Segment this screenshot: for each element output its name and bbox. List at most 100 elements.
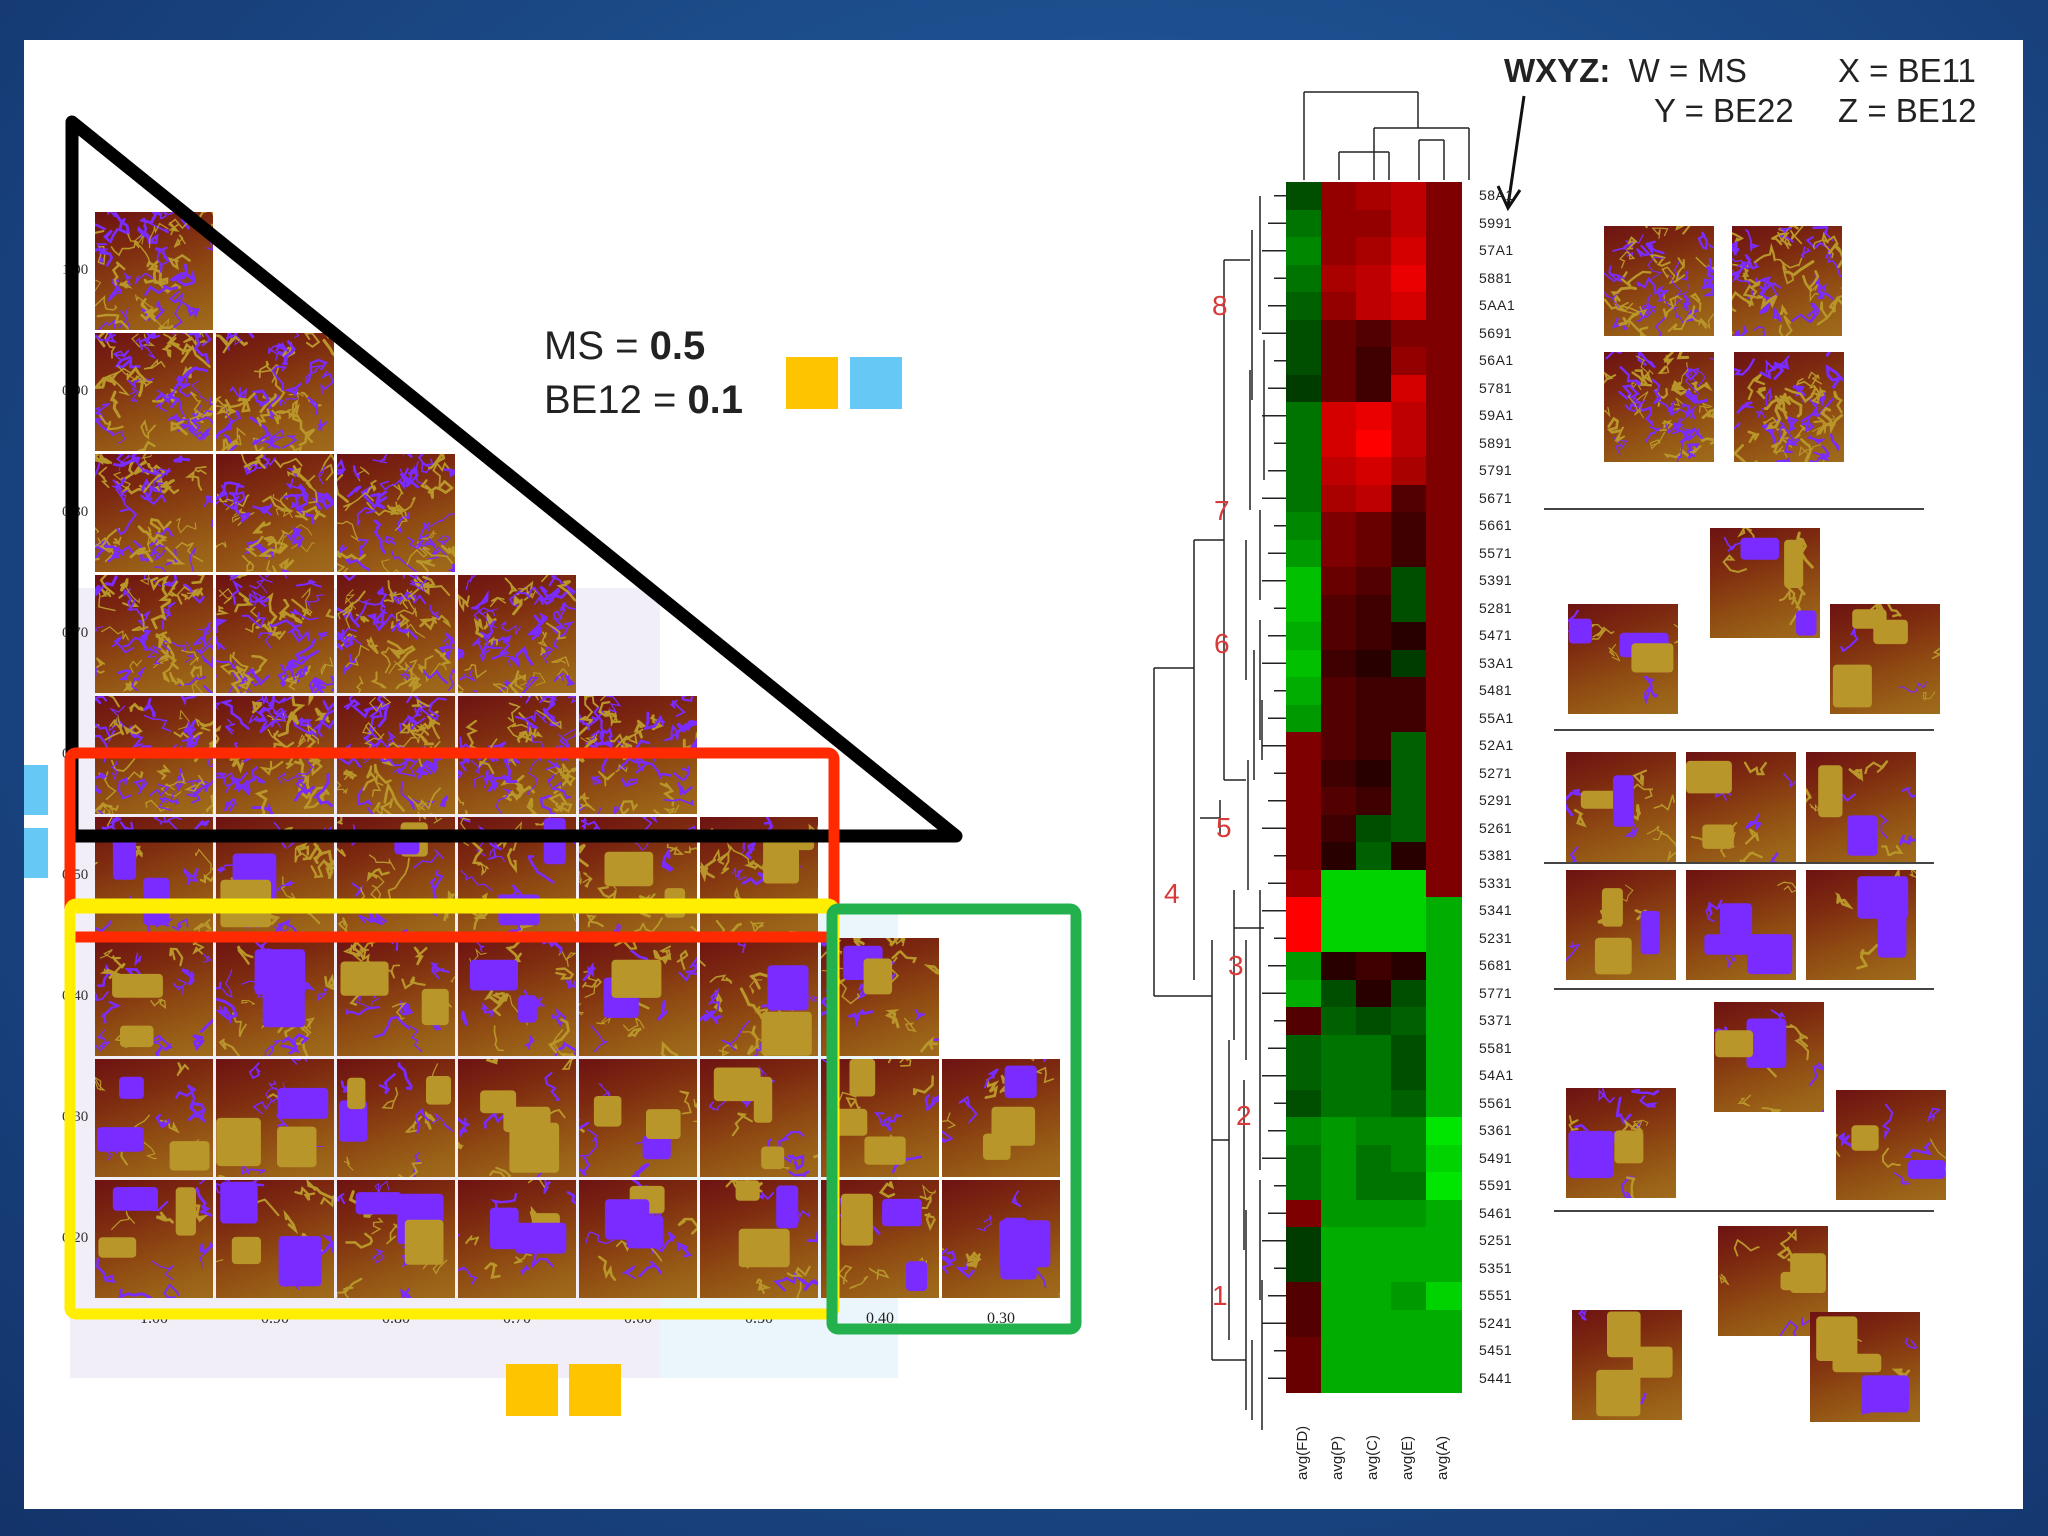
heatmap-row-label: 5491	[1479, 1149, 1513, 1166]
heatmap-cell	[1426, 814, 1462, 843]
heatmap-cell	[1391, 1007, 1427, 1035]
heatmap-cell	[1356, 209, 1392, 238]
heatmap-cell	[1356, 594, 1392, 623]
x-axis-label: 1.00	[140, 1310, 168, 1327]
grid-tile	[95, 575, 213, 693]
heatmap-cell	[1426, 457, 1462, 485]
heatmap-cell	[1426, 897, 1462, 925]
heatmap-cell	[1391, 649, 1427, 678]
heatmap-cell	[1426, 979, 1462, 1008]
heatmap-cell	[1391, 209, 1427, 238]
heatmap-row-label: 59A1	[1479, 407, 1514, 423]
heatmap-cell	[1391, 539, 1427, 568]
heatmap-cell	[1391, 952, 1427, 980]
heatmap-row-label: 5331	[1479, 874, 1513, 891]
heatmap-row-label: 5781	[1479, 379, 1513, 396]
heatmap-cell	[1356, 924, 1392, 953]
heatmap-cell	[1286, 1089, 1322, 1118]
key-colon: :	[1599, 52, 1611, 89]
separator-2	[1554, 729, 1934, 731]
x-axis-label: 0.90	[261, 1310, 289, 1327]
grid-tile	[458, 817, 576, 935]
heatmap-cell	[1286, 567, 1322, 595]
heatmap-cell	[1426, 292, 1462, 320]
heatmap-cell	[1321, 759, 1357, 788]
heatmap-row-label: 5581	[1479, 1039, 1513, 1056]
example-thumbnail	[1568, 604, 1678, 714]
heatmap-cell	[1286, 732, 1322, 760]
heatmap-cell	[1356, 1364, 1392, 1393]
heatmap-cell	[1426, 1309, 1462, 1338]
heatmap-cell	[1356, 814, 1392, 843]
y-axis-label: 0.30	[62, 1109, 89, 1125]
heatmap-cell	[1321, 622, 1357, 650]
heatmap-cell	[1426, 567, 1462, 595]
heatmap-cell	[1426, 182, 1462, 210]
x-axis-label: 0.70	[503, 1310, 531, 1327]
heatmap-cell	[1321, 1172, 1357, 1200]
heatmap-cell	[1391, 1034, 1427, 1063]
heatmap-row-label: 5461	[1479, 1204, 1513, 1221]
heatmap-cell	[1391, 484, 1427, 513]
heatmap-cell	[1321, 319, 1357, 348]
heatmap-cell	[1286, 622, 1322, 650]
grid-tile	[579, 696, 697, 814]
grid-tile	[337, 817, 455, 935]
heatmap-cell	[1321, 1117, 1357, 1145]
heatmap-cell	[1321, 897, 1357, 925]
heatmap-cell	[1356, 484, 1392, 513]
grid-tile	[216, 333, 334, 451]
heatmap-cell	[1391, 1337, 1427, 1365]
heatmap-cell	[1426, 484, 1462, 513]
heatmap-row-label: 5281	[1479, 599, 1513, 616]
heatmap-row-label: 57A1	[1479, 242, 1514, 258]
heatmap-cell	[1321, 347, 1357, 375]
heatmap-cell	[1426, 649, 1462, 678]
heatmap-cell	[1286, 1309, 1322, 1338]
heatmap-cell	[1356, 787, 1392, 815]
legend-ms-prefix: MS =	[544, 324, 650, 368]
heatmap-cell	[1321, 842, 1357, 870]
heatmap-cell	[1286, 209, 1322, 238]
heatmap-cell	[1321, 677, 1357, 705]
heatmap-cell	[1286, 319, 1322, 348]
heatmap-cell	[1356, 264, 1392, 293]
heatmap-row-label: 5571	[1479, 544, 1513, 561]
heatmap-cell	[1426, 1172, 1462, 1200]
example-thumbnail	[1604, 352, 1714, 462]
heatmap-row-label: 5291	[1479, 792, 1513, 808]
heatmap-cell	[1286, 1364, 1322, 1393]
heatmap-cell	[1356, 1007, 1392, 1035]
legend-be12: BE12 = 0.1	[544, 378, 743, 423]
heatmap-cell	[1286, 429, 1322, 458]
heatmap-cell	[1426, 1282, 1462, 1310]
heatmap-cell	[1356, 979, 1392, 1008]
separator-3	[1544, 862, 1934, 864]
x-axis-label: 0.50	[745, 1310, 773, 1327]
heatmap-cell	[1356, 1062, 1392, 1090]
grid-tile	[458, 938, 576, 1056]
y-axis-label: 1.00	[62, 262, 89, 278]
heatmap-cell	[1321, 512, 1357, 540]
heatmap-cell	[1356, 704, 1392, 733]
heatmap-cell	[1356, 319, 1392, 348]
grid-tile	[95, 696, 213, 814]
heatmap-cell	[1426, 1254, 1462, 1283]
heatmap-cell	[1286, 1282, 1322, 1310]
heatmap-cell	[1286, 484, 1322, 513]
heatmap-row-label: 5271	[1479, 764, 1513, 781]
grid-tile	[95, 1180, 213, 1298]
heatmap-row-label: 5471	[1479, 627, 1513, 643]
heatmap-cell	[1426, 319, 1462, 348]
heatmap-cell	[1321, 1089, 1357, 1118]
heatmap-cell	[1321, 594, 1357, 623]
heatmap-column-label: avg(A)	[1434, 1435, 1451, 1480]
legend-be12-prefix: BE12 =	[544, 378, 688, 422]
heatmap-cell	[1356, 1337, 1392, 1365]
example-thumbnail	[1714, 1002, 1824, 1112]
heatmap-row-label: 55A1	[1479, 709, 1514, 726]
grid-tile	[579, 1059, 697, 1177]
heatmap-cell	[1286, 539, 1322, 568]
heatmap-cell	[1426, 1144, 1462, 1173]
heatmap-cell	[1356, 869, 1392, 898]
